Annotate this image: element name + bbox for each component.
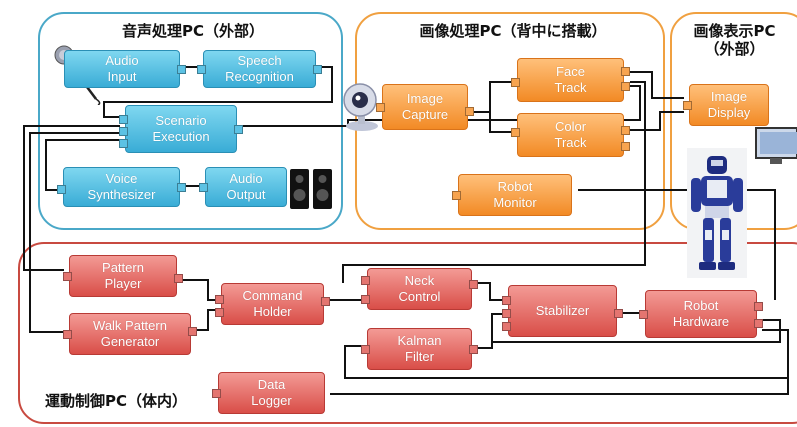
color-track-port-r2[interactable] bbox=[621, 141, 630, 151]
robot-hardware-module[interactable]: Robot Hardware bbox=[645, 290, 757, 338]
image-capture-port-r1[interactable] bbox=[465, 107, 474, 117]
robot-hardware-port-l0[interactable] bbox=[639, 309, 648, 319]
face-track-port-l0[interactable] bbox=[511, 77, 520, 87]
webcam-icon bbox=[343, 83, 378, 131]
wire-capture-to-color bbox=[474, 111, 512, 133]
voice-synthesizer-port-l0[interactable] bbox=[57, 184, 66, 194]
command-holder-port-l1[interactable] bbox=[215, 307, 224, 317]
stabilizer-port-l0[interactable] bbox=[502, 296, 511, 306]
audio-output-port-l0[interactable] bbox=[199, 182, 208, 192]
wire-pattern-to-holder bbox=[183, 279, 216, 301]
scenario-execution-port-l1[interactable] bbox=[119, 126, 128, 136]
voice-synthesizer-port-r1[interactable] bbox=[177, 182, 186, 192]
speakers-icon bbox=[290, 169, 332, 209]
wire-speech-to-scenario bbox=[103, 66, 333, 118]
stabilizer-port-r3[interactable] bbox=[614, 309, 623, 319]
color-track-port-l0[interactable] bbox=[511, 128, 520, 138]
kalman-filter-module[interactable]: Kalman Filter bbox=[367, 328, 472, 370]
wire-face-to-display bbox=[630, 71, 684, 99]
image-capture-port-l0[interactable] bbox=[376, 102, 385, 112]
walk-pattern-generator-module[interactable]: Walk Pattern Generator bbox=[69, 313, 191, 355]
stabilizer-port-l2[interactable] bbox=[502, 322, 511, 332]
speech-recognition-port-l0[interactable] bbox=[197, 64, 206, 74]
scenario-execution-port-l0[interactable] bbox=[119, 114, 128, 124]
stabilizer-port-l1[interactable] bbox=[502, 309, 511, 319]
scenario-execution-port-l2[interactable] bbox=[119, 138, 128, 148]
pattern-player-port-l0[interactable] bbox=[63, 271, 72, 281]
wire-face-to-scenario bbox=[240, 85, 641, 127]
command-holder-port-l0[interactable] bbox=[215, 295, 224, 305]
wire-scenario-to-walk bbox=[29, 132, 120, 333]
neck-control-port-l0[interactable] bbox=[361, 276, 370, 286]
robot-hardware-port-r1[interactable] bbox=[754, 302, 763, 312]
color-track-module[interactable]: Color Track bbox=[517, 113, 624, 157]
data-logger-module[interactable]: Data Logger bbox=[218, 372, 325, 414]
robot-monitor-port-l0[interactable] bbox=[452, 190, 461, 200]
voice-synthesizer-module[interactable]: Voice Synthesizer bbox=[63, 167, 180, 207]
robot-hardware-port-r2[interactable] bbox=[754, 319, 763, 329]
pattern-player-module[interactable]: Pattern Player bbox=[69, 255, 177, 297]
neck-control-port-r2[interactable] bbox=[469, 280, 478, 290]
wire-hardware-to-logger bbox=[344, 329, 789, 379]
wire-neck-to-face bbox=[342, 81, 646, 283]
audio-input-module[interactable]: Audio Input bbox=[64, 50, 180, 88]
wire-scenario-to-voice bbox=[45, 139, 120, 191]
image-capture-module[interactable]: Image Capture bbox=[382, 84, 468, 130]
data-logger-port-l0[interactable] bbox=[212, 388, 221, 398]
command-holder-port-r2[interactable] bbox=[321, 297, 330, 307]
neck-control-port-l1[interactable] bbox=[361, 295, 370, 304]
walk-pattern-generator-port-l0[interactable] bbox=[63, 329, 72, 339]
speech-recognition-module[interactable]: Speech Recognition bbox=[203, 50, 316, 88]
command-holder-module[interactable]: Command Holder bbox=[221, 283, 324, 325]
wire-hardware-to-logger-2 bbox=[330, 378, 789, 395]
robot-monitor-module[interactable]: Robot Monitor bbox=[458, 174, 572, 216]
wire-hardware-to-monitor bbox=[578, 189, 776, 300]
wire-scenario-to-pattern bbox=[23, 125, 120, 271]
audio-input-port-r0[interactable] bbox=[177, 64, 186, 74]
image-pc-title: 画像処理PC（背中に搭載） bbox=[419, 22, 607, 40]
stabilizer-module[interactable]: Stabilizer bbox=[508, 285, 617, 337]
scenario-execution-module[interactable]: Scenario Execution bbox=[125, 105, 237, 153]
audio-output-module[interactable]: Audio Output bbox=[205, 167, 287, 207]
wire-kalman-to-stabilizer bbox=[478, 313, 503, 349]
kalman-filter-port-l0[interactable] bbox=[361, 344, 370, 354]
pattern-player-port-r1[interactable] bbox=[174, 273, 183, 283]
image-display-port-l0[interactable] bbox=[683, 100, 692, 110]
face-track-port-r1[interactable] bbox=[621, 66, 630, 76]
monitor-icon bbox=[755, 127, 797, 164]
face-track-port-r2[interactable] bbox=[621, 82, 630, 92]
image-display-module[interactable]: Image Display bbox=[689, 84, 769, 126]
face-track-module[interactable]: Face Track bbox=[517, 58, 624, 102]
audio-pc-title: 音声処理PC（外部） bbox=[121, 22, 264, 40]
speech-recognition-port-r1[interactable] bbox=[313, 64, 322, 74]
neck-control-module[interactable]: Neck Control bbox=[367, 268, 472, 310]
audio-pc-group bbox=[38, 12, 343, 230]
humanoid-robot-image bbox=[687, 148, 747, 278]
kalman-filter-port-r1[interactable] bbox=[469, 344, 478, 354]
motion-pc-group bbox=[18, 242, 797, 424]
wire-capture-to-face bbox=[474, 81, 512, 113]
walk-pattern-generator-port-r1[interactable] bbox=[188, 327, 197, 337]
motion-pc-title: 運動制御PC（体内） bbox=[45, 392, 188, 410]
wire-walk-to-holder bbox=[197, 309, 216, 331]
scenario-execution-port-r3[interactable] bbox=[234, 124, 243, 134]
display-pc-title: 画像表示PC （外部） bbox=[693, 22, 776, 58]
wire-neck-to-stabilizer bbox=[478, 282, 503, 301]
color-track-port-r1[interactable] bbox=[621, 126, 630, 136]
